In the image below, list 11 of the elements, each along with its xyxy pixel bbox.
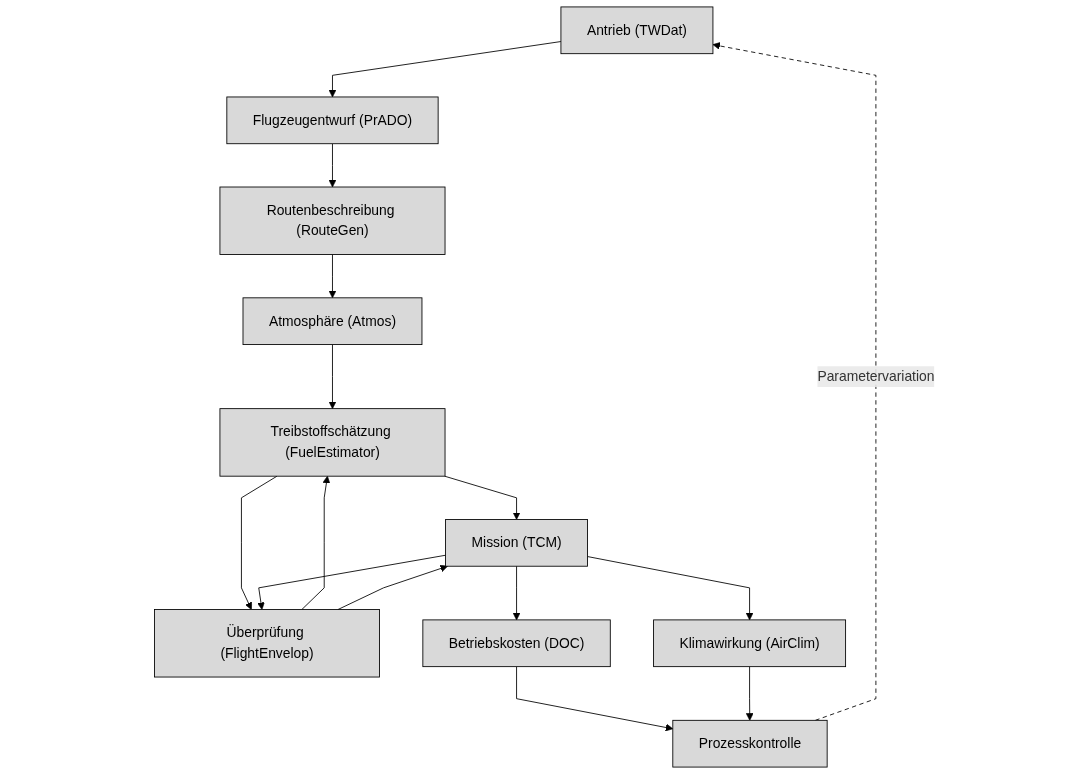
edge-label: Parametervariation bbox=[816, 368, 934, 384]
node-box: Mission (TCM) bbox=[444, 519, 588, 567]
node-box: Prozesskontrolle bbox=[671, 719, 828, 768]
node-box: Betriebskosten (DOC) bbox=[421, 619, 611, 668]
node-box: Atmosphäre (Atmos) bbox=[242, 297, 422, 345]
node-box: Überprüfung (FlightEnvelop) bbox=[153, 609, 380, 678]
node-box: Klimawirkung (AirClim) bbox=[652, 619, 846, 668]
node-box: Antrieb (TWDat) bbox=[560, 6, 713, 55]
node-box: Routenbeschreibung (RouteGen) bbox=[219, 186, 446, 255]
node-box: Flugzeugentwurf (PrADO) bbox=[225, 96, 439, 145]
node-box: Treibstoffschätzung (FuelEstimator) bbox=[219, 408, 446, 477]
